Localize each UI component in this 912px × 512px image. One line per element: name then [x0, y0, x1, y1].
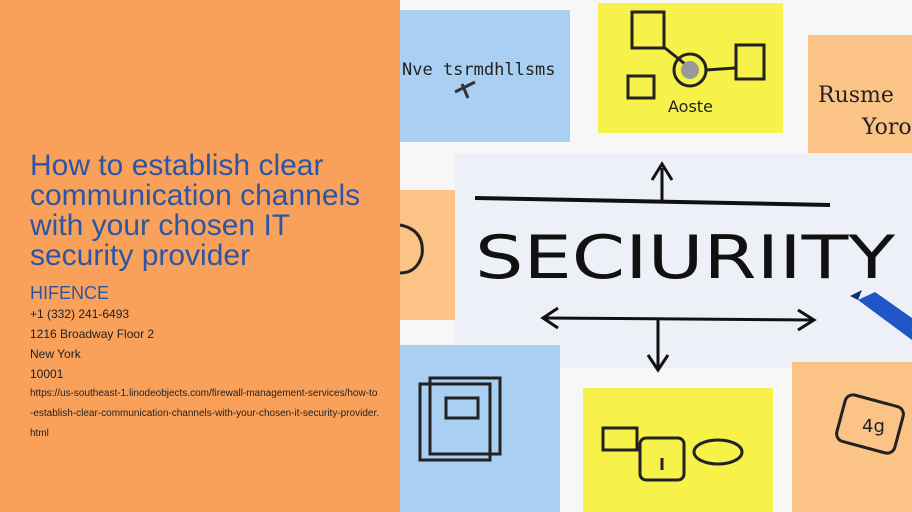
info-panel: How to establish clear communication cha…	[0, 0, 400, 512]
phone-number: +1 (332) 241-6493	[30, 307, 130, 321]
security-sign-text: SECIURIITY	[475, 223, 895, 293]
sticky-note-blue-top: Nve tsrmdhllsms	[400, 10, 570, 142]
sticky-note-blue-bottom	[400, 345, 560, 512]
security-sign: SECIURIITY	[455, 153, 912, 373]
note-right-line1: Rusme	[818, 83, 894, 108]
sticky-note-orange-left	[400, 190, 455, 320]
street-address: 1216 Broadway Floor 2	[30, 327, 155, 341]
article-url[interactable]: https://us-southeast-1.linodeobjects.com…	[30, 388, 380, 439]
sticky-note-yellow-top: Aoste	[598, 3, 783, 133]
note-top-mid-text: Aoste	[668, 97, 713, 116]
sticky-note-orange-top-right: Rusme Yoro	[808, 35, 912, 165]
city: New York	[30, 347, 81, 361]
sticky-note-yellow-bottom	[583, 388, 773, 512]
sticky-note-orange-bottom-right: 4g	[792, 362, 912, 512]
note-right-line2: Yoro	[861, 115, 912, 140]
zip-code: 10001	[30, 367, 64, 381]
marker-pen	[850, 290, 912, 340]
security-illustration: Nve tsrmdhllsms Aoste Rusme Yoro SECIURI…	[400, 0, 912, 512]
company-name: HIFENCE	[30, 283, 110, 303]
note-bottom-right-text: 4g	[862, 416, 885, 437]
page-title: How to establish clear communication cha…	[30, 149, 361, 272]
note-top-left-text: Nve tsrmdhllsms	[402, 60, 556, 80]
